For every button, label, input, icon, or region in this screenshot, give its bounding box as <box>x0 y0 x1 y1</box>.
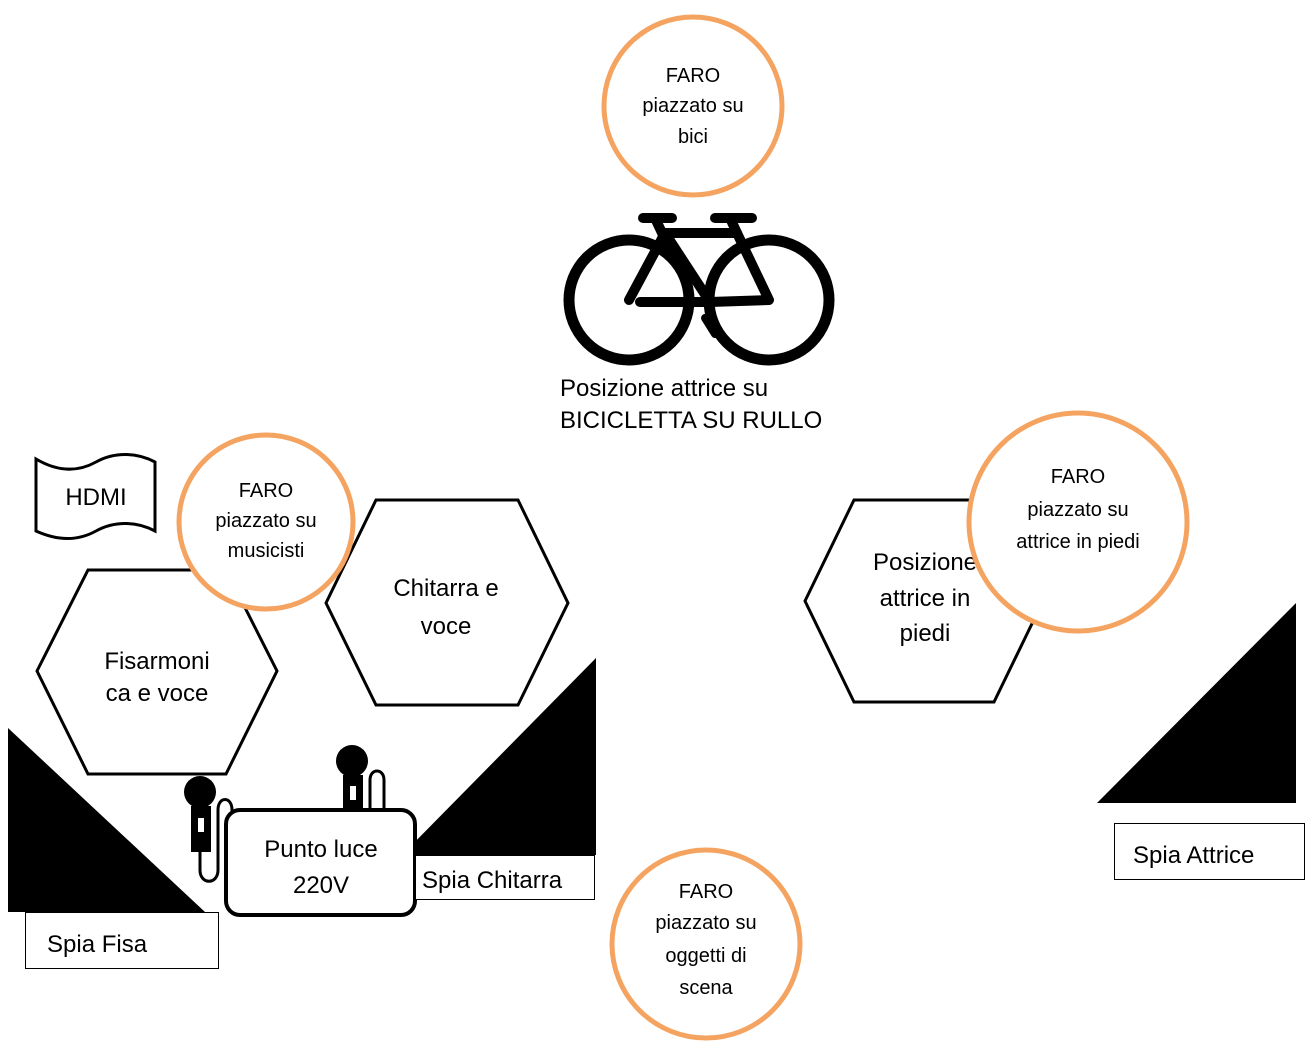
faro-attrice-circle: FARO piazzato su attrice in piedi <box>966 410 1190 634</box>
punto-luce-box: Punto luce 220V <box>224 808 417 917</box>
punto-luce-line: 220V <box>293 872 349 899</box>
hex-chitarra: Chitarra e voce <box>324 498 570 707</box>
spia-fisa-wedge <box>8 728 205 912</box>
faro-musicisti-circle: FARO piazzato su musicisti <box>176 432 356 612</box>
hex-chitarra-line: Chitarra e <box>393 575 498 602</box>
faro-oggetti-line: scena <box>679 977 733 999</box>
faro-oggetti-line: oggetti di <box>665 945 746 967</box>
spia-fisa-label: Spia Fisa <box>25 912 219 969</box>
microphone-icon <box>184 776 234 883</box>
hex-fisarmonica-line: Fisarmoni <box>104 648 209 675</box>
hex-fisarmonica: Fisarmoni ca e voce <box>35 568 279 776</box>
faro-bici-circle: FARO piazzato su bici <box>601 14 785 198</box>
hdmi-label: HDMI <box>65 484 126 511</box>
spia-chitarra-text: Spia Chitarra <box>422 867 563 894</box>
hex-fisarmonica-line: ca e voce <box>106 680 209 707</box>
hex-attrice-line: Posizione <box>873 549 977 576</box>
hex-chitarra-line: voce <box>421 613 472 640</box>
faro-attrice-line: attrice in piedi <box>1016 531 1139 553</box>
faro-oggetti-circle: FARO piazzato su oggetti di scena <box>609 847 803 1041</box>
faro-attrice-line: piazzato su <box>1027 499 1128 521</box>
faro-musicisti-line: musicisti <box>228 540 305 562</box>
hex-attrice-line: attrice in <box>880 585 971 612</box>
scroll-icon: HDMI <box>34 453 157 540</box>
spia-attrice-text: Spia Attrice <box>1133 842 1255 869</box>
spia-attrice-label: Spia Attrice <box>1114 823 1305 880</box>
faro-oggetti-line: FARO <box>679 881 733 903</box>
spia-fisa-text: Spia Fisa <box>47 931 148 958</box>
faro-musicisti-line: FARO <box>239 480 293 502</box>
microphone-icon <box>336 745 386 815</box>
bike-caption: Posizione attrice su BICICLETTA SU RULLO <box>560 373 822 437</box>
faro-attrice-line: FARO <box>1051 466 1105 488</box>
faro-oggetti-line: piazzato su <box>655 912 756 934</box>
bike-caption-line: Posizione attrice su <box>560 375 769 402</box>
hex-attrice-line: piedi <box>900 620 951 647</box>
spia-attrice-wedge <box>1097 603 1296 803</box>
bike-caption-line: BICICLETTA SU RULLO <box>560 407 823 434</box>
spia-chitarra-label: Spia Chitarra <box>415 855 595 900</box>
faro-bici-line: bici <box>678 126 708 148</box>
faro-musicisti-line: piazzato su <box>215 510 316 532</box>
bicycle-icon <box>563 213 835 366</box>
faro-bici-line: piazzato su <box>642 95 743 117</box>
spia-chitarra-wedge <box>402 658 596 855</box>
faro-bici-line: FARO <box>666 65 720 87</box>
punto-luce-line: Punto luce <box>264 836 377 863</box>
